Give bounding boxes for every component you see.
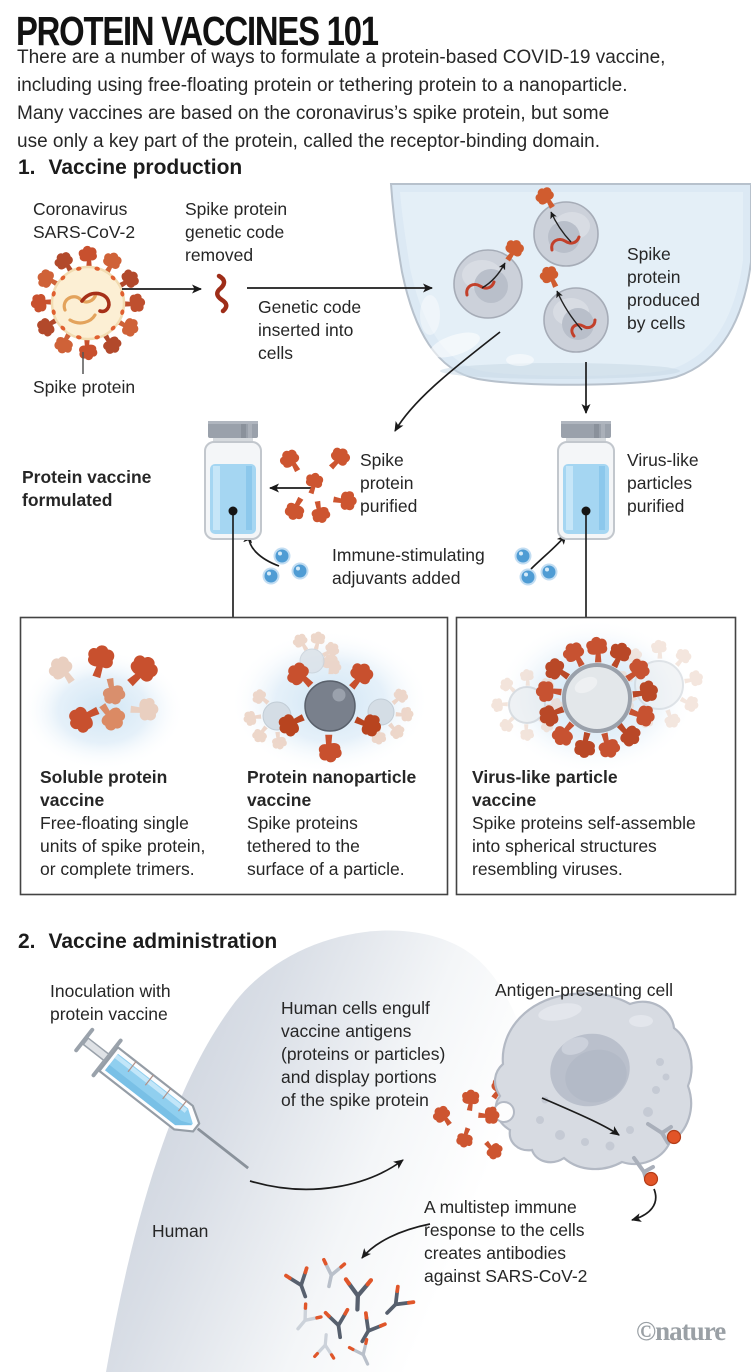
page-title: PROTEIN VACCINES 101 <box>16 8 379 54</box>
label-spike-produced: Spike protein produced by cells <box>627 244 700 333</box>
label-adjuvants-added: Immune-stimulating adjuvants added <box>332 545 485 588</box>
label-vlp-purified: Virus-like particles purified <box>627 450 699 516</box>
label-inoculation: Inoculation with protein vaccine <box>50 981 171 1024</box>
vial-icon <box>557 421 615 617</box>
vaccine-type-desc: Spike proteins tethered to the surface o… <box>247 813 405 879</box>
label-spike-purified: Spike protein purified <box>360 450 418 516</box>
coronavirus-icon <box>30 245 146 361</box>
label-coronavirus: Coronavirus SARS-CoV-2 <box>33 199 136 242</box>
administration-arrows <box>249 1159 657 1259</box>
nanoparticle-illustration <box>242 629 415 763</box>
section-1-title: Vaccine production <box>48 156 243 179</box>
antigen-presenting-cell-icon <box>477 992 693 1187</box>
vial-icon <box>204 421 262 617</box>
label-protein-vaccine-formulated: Protein vaccine formulated <box>22 467 152 510</box>
vaccine-type-boxes <box>19 616 737 896</box>
section-1-heading: 1. Vaccine production <box>18 156 242 180</box>
spike-protein-cluster <box>276 443 359 525</box>
section-2-title: Vaccine administration <box>48 930 278 953</box>
section-2-number: 2. <box>18 930 36 953</box>
nature-logo: ©nature <box>636 1316 726 1346</box>
syringe-icon <box>74 1027 249 1170</box>
genetic-code-icon <box>215 273 229 314</box>
vaccine-type-desc: Spike proteins self-assemble into spheri… <box>472 813 696 879</box>
vaccine-type-title: Protein nanoparticle vaccine <box>247 767 417 810</box>
label-immune-response: A multistep immune response to the cells… <box>424 1197 588 1286</box>
section-administration-graphics <box>74 930 693 1372</box>
vaccine-type-title: Virus-like particle vaccine <box>472 767 618 810</box>
section-production-graphics <box>30 183 751 617</box>
label-human: Human <box>152 1221 209 1241</box>
label-spike-protein: Spike protein <box>33 377 136 397</box>
adjuvant-dot-icon <box>262 547 558 586</box>
virus-like-particle-illustration <box>491 636 705 761</box>
section-1-number: 1. <box>18 156 36 179</box>
intro-text: There are a number of ways to formulate … <box>17 47 666 152</box>
label-genetic-code-inserted: Genetic code inserted into cells <box>258 297 362 363</box>
bioreactor-flask-icon <box>389 183 751 386</box>
vaccine-type-desc: Free-floating single units of spike prot… <box>40 813 206 879</box>
cell-icon <box>537 263 609 353</box>
label-antigen-presenting-cell: Antigen-presenting cell <box>495 980 674 1000</box>
vaccine-type-title: Soluble protein vaccine <box>40 767 168 810</box>
human-silhouette <box>106 930 571 1372</box>
section-2-heading: 2. Vaccine administration <box>18 930 277 954</box>
cell-icon <box>453 235 527 319</box>
cell-icon <box>532 184 599 267</box>
label-genetic-code-removed: Spike protein genetic code removed <box>185 199 288 265</box>
label-cells-engulf: Human cells engulf vaccine antigens (pro… <box>281 998 446 1110</box>
